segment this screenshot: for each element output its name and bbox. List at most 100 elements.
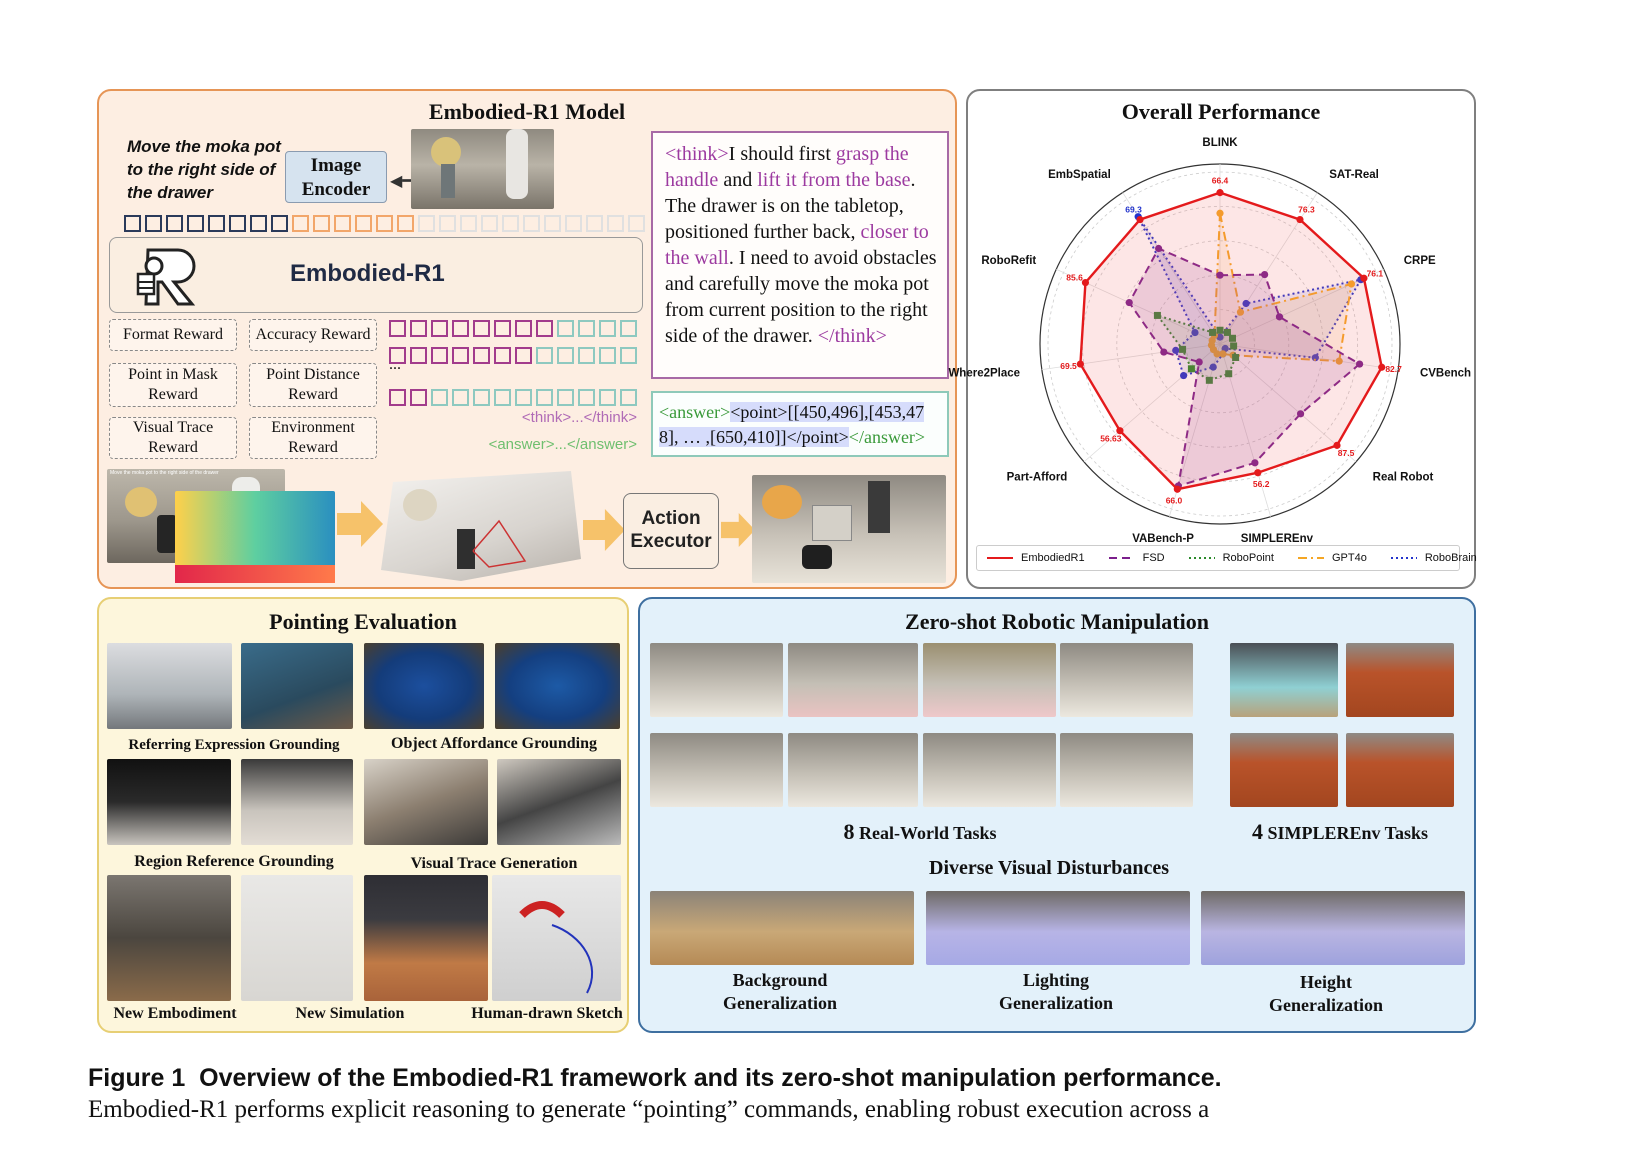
instruction-text: Move the moka pot to the right side of t… <box>127 137 281 202</box>
radar-axis-label: CVBench <box>1420 368 1471 380</box>
radar-axis-label: CRPE <box>1404 255 1436 267</box>
radar-value-label: 66.4 <box>1212 176 1229 186</box>
radar-value-label: 76.3 <box>1298 204 1315 214</box>
radar-axis-label: Real Robot <box>1373 471 1434 483</box>
radar-point <box>1347 280 1356 288</box>
embodied-r1-label: Embodied-R1 <box>290 260 445 287</box>
reasoning-text-1: I should first <box>728 143 836 165</box>
token-strip-input <box>124 215 649 237</box>
answer-open-tag: <answer> <box>659 402 731 422</box>
radar-value-label: 56.2 <box>1253 479 1270 489</box>
radar-axis-label: BLINK <box>1202 137 1238 149</box>
radar-point <box>1076 360 1084 368</box>
pointing-photo-kitchen <box>107 643 232 729</box>
task-photo-4 <box>1060 643 1193 717</box>
caption-height-generalization: Height Generalization <box>1269 972 1383 1015</box>
radar-value-label: 69.3 <box>1125 204 1142 214</box>
legend-swatch <box>987 557 1013 559</box>
reasoning-highlight-1: grasp the handle <box>665 143 909 191</box>
answer-close-tag: </answer> <box>848 427 926 447</box>
radar-point <box>1333 441 1341 449</box>
legend-label: RoboPoint <box>1222 552 1274 564</box>
radar-point <box>1229 334 1237 342</box>
radar-spoke <box>1219 268 1384 345</box>
disturb-height-photo <box>1201 891 1465 965</box>
legend-label: FSD <box>1142 552 1165 564</box>
legend-item-fsd: FSD <box>1108 552 1165 564</box>
reasoning-text-3: . The drawer is on the tabletop, positio… <box>665 169 916 243</box>
answer-tag-label: <answer>...</answer> <box>488 436 637 453</box>
radar-point <box>1242 299 1250 308</box>
pointing-photo-toaster <box>241 759 353 845</box>
task-photo-5 <box>650 733 783 807</box>
model-panel-title: Embodied-R1 Model <box>428 99 626 124</box>
radar-axis-label: EmbSpatial <box>1048 169 1111 181</box>
figure-caption-title: Figure 1 Overview of the Embodied-R1 fra… <box>88 1064 1222 1093</box>
radar-point <box>1209 328 1217 336</box>
radar-point <box>1378 363 1386 371</box>
radar-point <box>1296 410 1305 418</box>
disturbances-title: Diverse Visual Disturbances <box>929 857 1169 879</box>
radar-point <box>1216 271 1224 279</box>
radar-point <box>1223 328 1231 336</box>
simpler-label: SIMPLEREnv Tasks <box>1262 823 1429 843</box>
radar-point <box>1251 459 1259 467</box>
radar-point <box>1153 311 1161 319</box>
radar-point <box>1173 485 1181 493</box>
radar-value-label: 69.5 <box>1060 361 1077 371</box>
radar-point <box>1296 215 1304 224</box>
legend-label: GPT4o <box>1331 552 1367 564</box>
simpler-photo-table-1 <box>1346 643 1454 717</box>
real-world-tasks-caption: 8 Real-World Tasks <box>790 819 1050 845</box>
pointcloud-photo <box>381 471 581 581</box>
radar-point <box>1275 313 1284 321</box>
caption-new-simulation: New Simulation <box>295 1005 405 1022</box>
radar-point <box>1254 469 1262 477</box>
figure-caption-body: Embodied-R1 performs explicit reasoning … <box>88 1096 1210 1123</box>
figure-label: Figure 1 <box>88 1064 186 1092</box>
pointing-title: Pointing Evaluation <box>269 609 457 634</box>
tiny-instruction-text: Move the moka pot to the right side of t… <box>110 470 219 476</box>
pipeline-arrow-2 <box>583 509 625 551</box>
radar-point <box>1195 358 1203 366</box>
pointing-photo-stove <box>497 759 621 845</box>
radar-series-fsd <box>1128 247 1362 488</box>
pipeline-arrow-3 <box>721 513 755 547</box>
simpler-photo-table-2 <box>1230 733 1338 807</box>
pointing-photo-new-embodiment <box>107 875 231 1001</box>
radar-axis-label: Part-Afford <box>1007 471 1068 483</box>
think-close-tag: </think> <box>817 325 887 347</box>
token-ellipsis: ... <box>389 356 401 373</box>
legend-item-embodiedr1: EmbodiedR1 <box>987 552 1085 564</box>
reward-point-in-mask: Point in Mask Reward <box>109 363 237 407</box>
radar-point <box>1356 360 1364 368</box>
depth-map-photo <box>175 491 335 583</box>
radar-axis-label: SIMPLEREnv <box>1241 533 1314 545</box>
pointing-photo-sketch <box>492 875 621 1001</box>
legend-swatch <box>1390 557 1417 559</box>
radar-point <box>1221 344 1229 353</box>
pointing-photo-robot-kitchen <box>107 759 231 845</box>
think-open-tag: <think> <box>665 143 729 165</box>
caption-lighting-generalization: Lighting Generalization <box>999 970 1113 1013</box>
reasoning-text-4: . I need to avoid obstacles and carefull… <box>665 247 937 347</box>
reward-format: Format Reward <box>109 319 237 351</box>
simpler-count: 4 <box>1251 819 1263 844</box>
pipeline-arrow-1 <box>337 501 383 547</box>
radar-point <box>1216 209 1224 217</box>
pointing-photo-tray-knife <box>364 643 484 729</box>
real-world-label: Real-World Tasks <box>854 823 997 843</box>
radar-axis-label: RoboRefit <box>981 255 1036 267</box>
radar-point <box>1191 328 1199 337</box>
caption-referring-expression: Referring Expression Grounding <box>128 737 340 753</box>
think-tag-label: <think>...</think> <box>521 409 637 426</box>
radar-point <box>1261 270 1269 279</box>
task-photo-8 <box>1060 733 1193 807</box>
caption-region-reference: Region Reference Grounding <box>134 853 334 870</box>
radar-axis-label: VABench-P <box>1132 533 1194 545</box>
reward-environment: Environment Reward <box>249 417 377 459</box>
pointing-photo-sim-arm <box>364 875 488 1001</box>
legend-swatch <box>1297 557 1324 559</box>
caption-background-generalization: Background Generalization <box>723 970 837 1013</box>
